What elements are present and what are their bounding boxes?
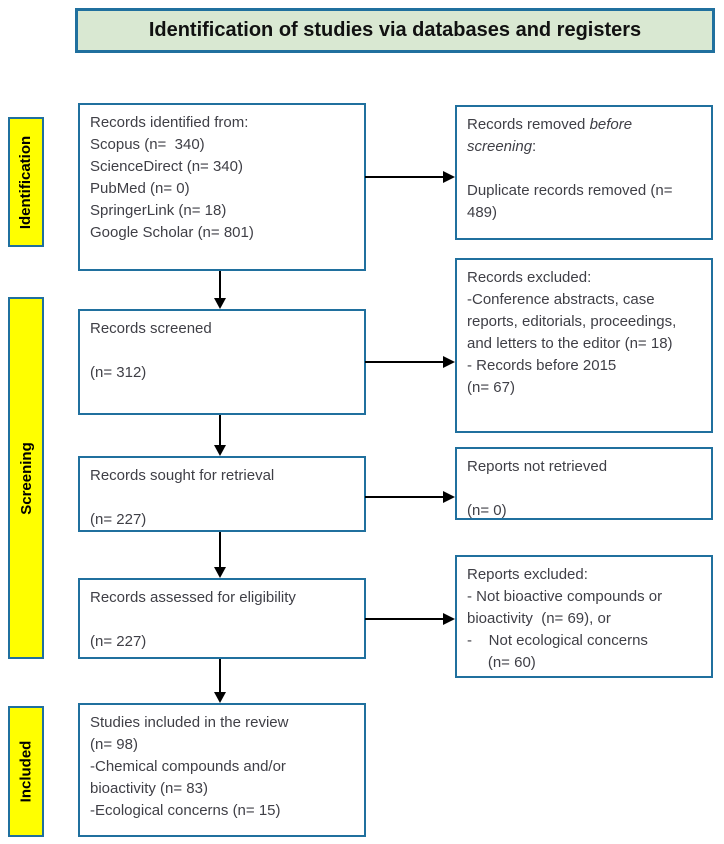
text-line: -Ecological concerns (n= 15) bbox=[90, 802, 281, 819]
diagram-title-text: Identification of studies via databases … bbox=[148, 19, 642, 41]
text-line: Google Scholar (n= 801) bbox=[90, 224, 254, 241]
text-line: Records screened bbox=[90, 320, 212, 337]
arrow-eligibility-to-reports-excluded bbox=[365, 613, 455, 625]
text-line bbox=[467, 158, 701, 180]
box-records-excluded: Records excluded: -Conference abstracts, … bbox=[455, 258, 713, 433]
box-records-identified: Records identified from: Scopus (n= 340) S… bbox=[78, 103, 366, 271]
box-studies-included: Studies included in the review (n= 98) -Ch… bbox=[78, 703, 366, 837]
arrow-retrieval-to-not-retrieved bbox=[365, 491, 455, 503]
stage-label-text: Identification bbox=[17, 135, 35, 229]
box-reports-not-retrieved: Reports not retrieved (n= 0) bbox=[455, 447, 713, 520]
text-line bbox=[90, 487, 354, 509]
text-line: PubMed (n= 0) bbox=[90, 180, 190, 197]
text-line: Duplicate records removed (n= 489) bbox=[467, 182, 677, 221]
stage-label-text: Included bbox=[17, 740, 35, 803]
box-records-removed-before-screening: Records removed before screening: Duplic… bbox=[455, 105, 713, 240]
box-reports-excluded: Reports excluded: - Not bioactive compoun… bbox=[455, 555, 713, 678]
text-line bbox=[90, 609, 354, 631]
text-line: SpringerLink (n= 18) bbox=[90, 202, 227, 219]
stage-label-screening: Screening bbox=[8, 297, 44, 659]
text-line: Reports excluded: bbox=[467, 566, 588, 583]
text-line: Records sought for retrieval bbox=[90, 467, 275, 484]
text-line: Reports not retrieved bbox=[467, 458, 608, 475]
text-segment: Records removed bbox=[467, 116, 590, 133]
stage-label-identification: Identification bbox=[8, 117, 44, 247]
text-line: Records identified from: bbox=[90, 114, 249, 131]
stage-label-text: Screening bbox=[17, 441, 35, 515]
text-line: -Conference abstracts, case reports, edi… bbox=[467, 291, 681, 352]
arrow-eligibility-to-included bbox=[214, 659, 226, 703]
text-line-group: Duplicate records removed (n= 489) bbox=[467, 158, 701, 224]
text-line: -Chemical compounds and/or bioactivity (… bbox=[90, 758, 291, 797]
arrow-screened-to-excluded bbox=[365, 356, 455, 368]
arrow-screened-to-retrieval bbox=[214, 415, 226, 456]
text-line bbox=[90, 340, 354, 362]
box-records-screened: Records screened (n= 312) bbox=[78, 309, 366, 415]
text-line: Studies included in the review bbox=[90, 714, 289, 731]
box-records-assessed-eligibility: Records assessed for eligibility (n= 227) bbox=[78, 578, 366, 659]
text-line: Scopus (n= 340) bbox=[90, 136, 205, 153]
text-line: (n= 227) bbox=[90, 633, 147, 650]
text-line: (n= 0) bbox=[467, 502, 507, 519]
text-line: Records excluded: bbox=[467, 269, 592, 286]
text-line: Records assessed for eligibility bbox=[90, 589, 296, 606]
text-line: (n= 60) bbox=[467, 654, 536, 671]
box-records-sought-retrieval: Records sought for retrieval (n= 227) bbox=[78, 456, 366, 532]
text-line: ScienceDirect (n= 340) bbox=[90, 158, 243, 175]
arrow-identified-to-removed bbox=[365, 171, 455, 183]
text-line: - Not ecological concerns bbox=[467, 632, 648, 649]
text-line: - Not bioactive compounds or bioactivity… bbox=[467, 588, 667, 627]
text-line: (n= 227) bbox=[90, 511, 147, 528]
text-segment: : bbox=[532, 138, 537, 155]
diagram-title: Identification of studies via databases … bbox=[75, 8, 715, 53]
arrow-retrieval-to-eligibility bbox=[214, 532, 226, 578]
text-line bbox=[467, 478, 701, 500]
text-line: (n= 67) bbox=[467, 379, 515, 396]
text-line: (n= 312) bbox=[90, 364, 147, 381]
text-segment-italic: before screening bbox=[467, 116, 637, 155]
stage-label-included: Included bbox=[8, 706, 44, 837]
text-line: - Records before 2015 bbox=[467, 357, 617, 374]
text-line: Records removed before screening: bbox=[467, 114, 701, 158]
arrow-identified-to-screened bbox=[214, 271, 226, 309]
text-line: (n= 98) bbox=[90, 736, 138, 753]
